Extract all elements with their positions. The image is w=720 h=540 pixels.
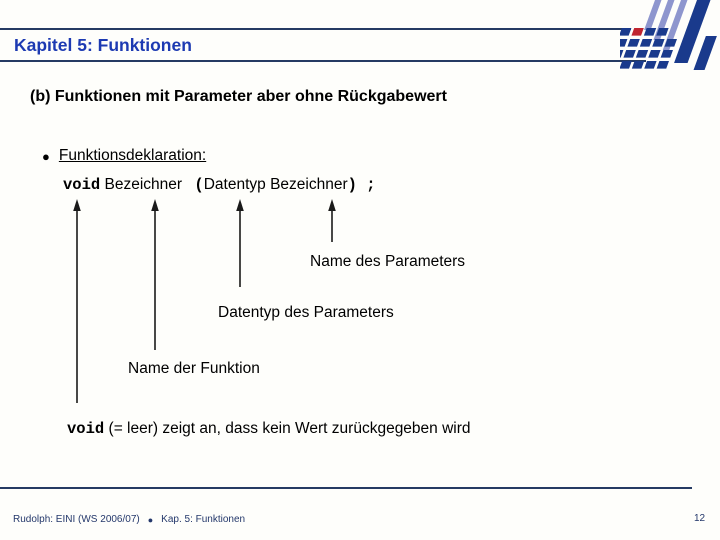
arrow-up-icon (236, 199, 244, 211)
bullet-icon: ● (42, 148, 50, 164)
code-param-type: Datentyp (203, 176, 266, 193)
logo-stripes (644, 0, 717, 70)
label-param-name: Name des Parameters (310, 253, 466, 270)
code-semicolon: ; (366, 176, 376, 194)
page-title: Kapitel 5: Funktionen (14, 35, 192, 55)
code-param-name: Bezeichner (270, 176, 348, 193)
arrow-up-icon (328, 199, 336, 211)
university-logo-icon (620, 0, 717, 70)
slide-subtitle: (b) Funktionen mit Parameter aber ohne R… (30, 88, 447, 105)
header-rule-bottom (0, 60, 646, 62)
note-keyword-void: void (67, 420, 105, 438)
logo-tile-grid (620, 28, 678, 69)
page-number: 12 (694, 513, 706, 524)
footer-chapter: Kap. 5: Funktionen (161, 514, 246, 525)
label-function-name: Name der Funktion (128, 360, 260, 377)
header-rule-top (0, 28, 631, 30)
footer-separator-icon: ● (147, 514, 154, 525)
code-keyword-void: void (63, 176, 101, 194)
code-paren-close: ) (347, 176, 357, 194)
arrow-up-icon (73, 199, 81, 211)
footer-author: Rudolph: EINI (WS 2006/07) (13, 514, 140, 525)
code-declaration: void Bezeichner (Datentyp Bezeichner) ; (63, 176, 376, 194)
bullet-item: ● Funktionsdeklaration: (42, 147, 206, 165)
code-function-name: Bezeichner (104, 176, 183, 193)
code-paren-open: ( (194, 176, 204, 194)
void-explanation: void (= leer) zeigt an, dass kein Wert z… (67, 420, 471, 438)
bullet-label: Funktionsdeklaration: (58, 147, 207, 164)
note-text: (= leer) zeigt an, dass kein Wert zurück… (108, 420, 471, 437)
label-param-type: Datentyp des Parameters (218, 304, 394, 321)
arrow-up-icon (151, 199, 159, 211)
footer: Rudolph: EINI (WS 2006/07) ● Kap. 5: Fun… (13, 514, 245, 525)
footer-rule (0, 487, 692, 489)
